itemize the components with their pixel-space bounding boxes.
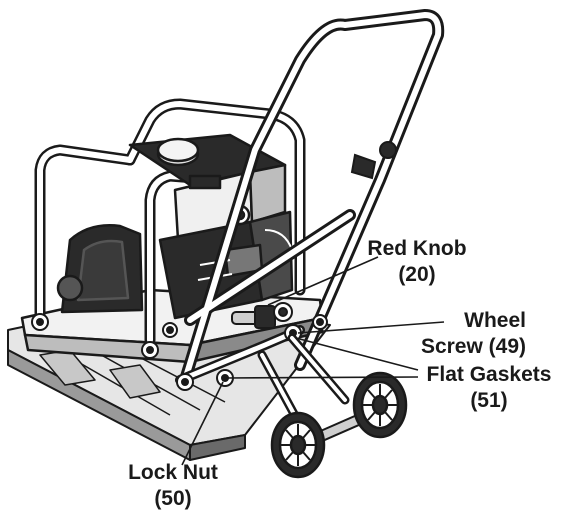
label-red-knob: Red Knob (20) [362, 236, 472, 288]
knob-shaft [231, 302, 293, 329]
roll-cage-highlight [37, 101, 303, 343]
label-lock-nut-ref: (50) [154, 487, 192, 510]
leader-flat-gasket-2 [295, 337, 419, 371]
belt-guard [56, 224, 144, 314]
transport-wheel-right [352, 371, 408, 439]
handle-highlight [182, 12, 442, 383]
leader-red-knob [267, 256, 379, 306]
leader-wheel-screw [297, 321, 445, 334]
leader-lines [181, 256, 445, 466]
label-wheel-screw-name: Wheel [464, 309, 526, 332]
leader-lock-nut [181, 381, 224, 466]
label-flat-gaskets-name: Flat Gaskets [426, 363, 552, 386]
engine [128, 133, 294, 320]
leader-flat-gasket-1 [225, 376, 419, 379]
label-wheel-screw-ref: Screw (49) [420, 335, 526, 358]
label-red-knob-name: Red Knob [367, 237, 467, 260]
label-lock-nut: Lock Nut (50) [118, 460, 228, 512]
label-lock-nut-name: Lock Nut [128, 461, 218, 484]
label-wheel-screw: Wheel Screw (49) [406, 308, 526, 360]
label-flat-gaskets: Flat Gaskets (51) [410, 362, 568, 414]
label-flat-gaskets-ref: (51) [470, 389, 508, 412]
transport-wheel-left [270, 411, 326, 479]
label-red-knob-ref: (20) [398, 263, 436, 286]
handle-grip-knob [350, 141, 397, 180]
